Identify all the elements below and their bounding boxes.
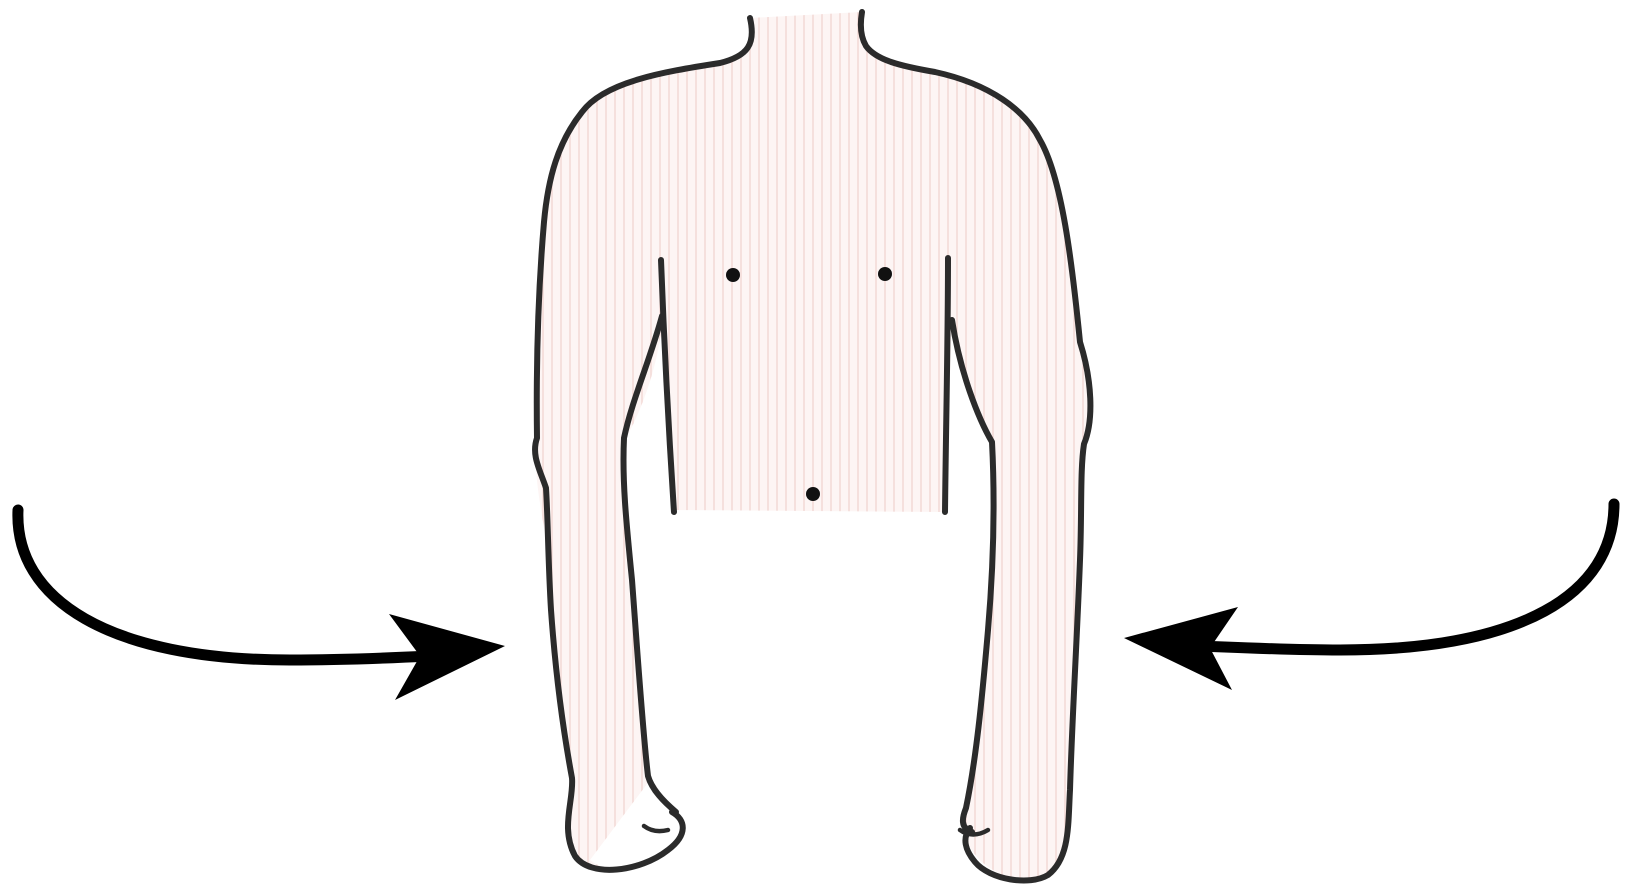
navel [806, 487, 820, 501]
right-torso-side [945, 258, 948, 512]
arrow-left-inward [18, 510, 505, 700]
arrow-left-shaft [18, 510, 430, 660]
arrow-right-inward [1124, 504, 1614, 690]
left-nipple [726, 268, 740, 282]
arrow-right-shaft [1200, 504, 1614, 650]
body-silhouette [536, 12, 1091, 880]
right-nipple [878, 267, 892, 281]
